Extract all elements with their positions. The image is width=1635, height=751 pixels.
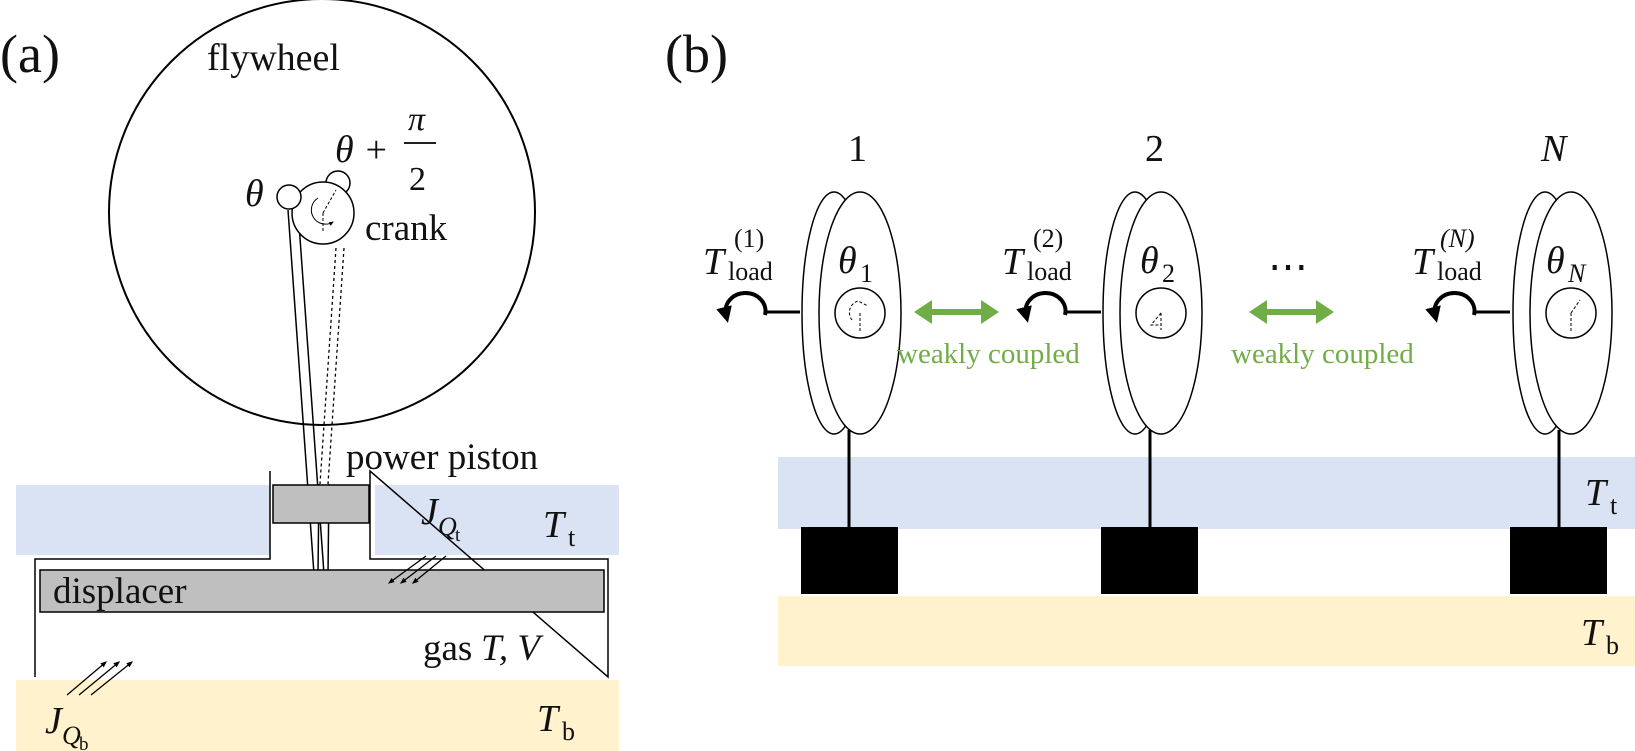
top-bath-right-panel xyxy=(778,457,1635,529)
jqb-q: Q xyxy=(62,721,81,750)
engine-2-index: 2 xyxy=(1145,128,1164,170)
tb-left-t: T xyxy=(537,698,561,740)
tt-left-sub: t xyxy=(568,523,576,552)
jqt-j: J xyxy=(421,491,440,533)
power-piston-label: power piston xyxy=(346,437,538,478)
engine-2-load-sub: load xyxy=(1027,257,1072,286)
engine-2-theta: θ xyxy=(1140,240,1159,282)
jqt-q: Q xyxy=(438,512,457,541)
displacer-label: displacer xyxy=(53,571,187,612)
engine-n-load-torque-icon xyxy=(1425,291,1477,323)
engine-1-block xyxy=(801,527,898,594)
crank-pin-theta xyxy=(276,184,302,210)
gas-label-prefix: gas xyxy=(423,628,472,669)
pi-label: π xyxy=(408,101,426,138)
engine-2-crank-arc xyxy=(1149,312,1162,326)
tt-right-t: T xyxy=(1585,472,1609,514)
engine-1-theta: θ xyxy=(838,240,857,282)
engine-n: N T (N) load θ N xyxy=(1412,128,1613,594)
panel-a-label: (a) xyxy=(0,24,60,84)
engine-2: 2 T (2) load θ 2 xyxy=(1002,128,1203,594)
heat-arrow-top-3 xyxy=(411,555,447,584)
tt-left-t: T xyxy=(543,504,567,546)
theta-label: θ xyxy=(245,173,264,215)
heat-arrow-top-1 xyxy=(387,555,427,584)
engine-n-theta: θ xyxy=(1546,240,1565,282)
jqb-j: J xyxy=(45,700,64,742)
coupling-1-label: weakly coupled xyxy=(897,338,1080,370)
coupling-2-arrow-left xyxy=(1249,300,1267,324)
engine-2-load-sup: (2) xyxy=(1033,224,1063,253)
engine-1-load-t: T xyxy=(703,241,727,283)
bottom-bath xyxy=(16,680,619,751)
panel-b-label: (b) xyxy=(665,24,728,84)
coupling-2-label: weakly coupled xyxy=(1231,338,1414,370)
top-bath-left xyxy=(16,485,270,555)
engine-n-load-t: T xyxy=(1412,241,1436,283)
power-piston xyxy=(272,484,370,524)
engine-2-load-torque-icon xyxy=(1016,291,1068,323)
two-label: 2 xyxy=(409,161,426,198)
coupling-1-arrow-right xyxy=(981,300,999,324)
heat-arrow-bottom-3 xyxy=(90,661,134,696)
engine-n-block xyxy=(1510,527,1607,594)
engine-n-load-sub: load xyxy=(1437,257,1482,286)
flywheel-label: flywheel xyxy=(207,37,340,79)
panel-a: (a) flywheel power piston displacer cran… xyxy=(0,0,619,751)
engine-1-crank-arc xyxy=(848,300,869,321)
tb-right-t: T xyxy=(1581,612,1605,654)
engine-n-load-sup: (N) xyxy=(1440,224,1475,253)
engine-1-load-torque-icon xyxy=(716,291,768,323)
coupling-1-arrow-left xyxy=(914,300,932,324)
heat-arrow-bottom-1 xyxy=(66,661,107,696)
engine-1: 1 T (1) load θ 1 xyxy=(703,128,902,594)
jqb-sub: b xyxy=(79,734,89,751)
engine-2-block xyxy=(1101,527,1198,594)
theta-plus-label: θ + xyxy=(335,129,389,171)
ellipsis: ⋯ xyxy=(1268,244,1308,289)
displacer xyxy=(39,569,605,613)
engine-n-index: N xyxy=(1540,128,1569,170)
bottom-bath-right-panel xyxy=(778,596,1635,666)
top-bath-right xyxy=(375,485,619,555)
engine-1-index: 1 xyxy=(848,128,867,170)
engine-1-theta-sub: 1 xyxy=(860,259,873,288)
tb-right-sub: b xyxy=(1606,631,1619,660)
heat-arrow-bottom-2 xyxy=(78,661,121,696)
tb-left-sub: b xyxy=(562,717,575,746)
panel-b: (b) 1 T (1) load θ 1 weakly coupled xyxy=(665,24,1635,666)
coupling-2-arrow-right xyxy=(1316,300,1334,324)
engine-2-theta-sub: 2 xyxy=(1162,259,1175,288)
heat-arrow-top-2 xyxy=(399,555,437,584)
jqt-sub: t xyxy=(455,525,461,546)
crank-label: crank xyxy=(365,208,448,249)
gas-label-vars: T, V xyxy=(481,628,544,669)
crank-rotation-arc xyxy=(310,197,334,226)
engine-n-crank-arc xyxy=(1570,299,1581,314)
engine-n-theta-sub: N xyxy=(1567,259,1587,288)
engine-1-load-sup: (1) xyxy=(734,224,764,253)
engine-2-load-t: T xyxy=(1002,241,1026,283)
tt-right-sub: t xyxy=(1610,491,1618,520)
crank-dashed-radius xyxy=(322,189,337,214)
engine-1-load-sub: load xyxy=(728,257,773,286)
